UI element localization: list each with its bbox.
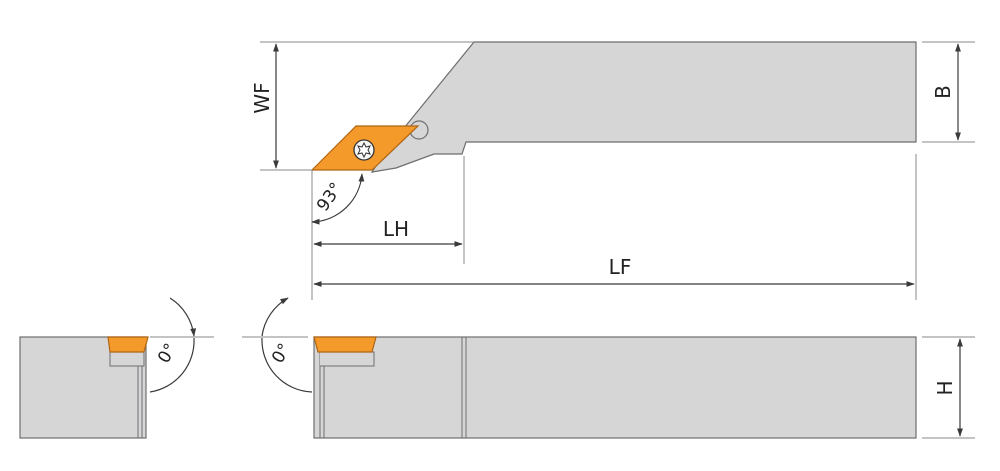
top-view: [310, 41, 917, 300]
dim-lf-label: LF: [609, 255, 632, 279]
angle-93: 93°: [311, 170, 365, 300]
angle-93-label: 93°: [313, 179, 347, 215]
dim-b-label: B: [931, 85, 955, 99]
dim-wf: WF: [250, 41, 474, 171]
end-view: [19, 336, 149, 439]
dim-lf: LF: [313, 255, 915, 287]
angle-0-right: 0°: [242, 297, 313, 393]
side-view-seat: [320, 351, 375, 367]
dim-b: B: [922, 41, 975, 143]
dim-h-label: H: [933, 380, 957, 395]
dim-wf-label: WF: [250, 82, 274, 113]
angle-0-left: 0°: [149, 297, 214, 393]
angle-0-right-label: 0°: [268, 340, 295, 367]
dim-h: H: [922, 336, 975, 439]
angle-0-left-label: 0°: [154, 340, 181, 367]
side-view: [313, 336, 917, 439]
dim-lh-label: LH: [383, 217, 409, 241]
side-view-insert: [313, 336, 377, 353]
dim-lh: LH: [313, 156, 465, 264]
end-view-seat: [109, 351, 145, 367]
top-view-shank: [370, 41, 917, 173]
end-view-insert: [107, 336, 149, 353]
torx-socket-icon: [357, 141, 371, 159]
side-view-shank: [313, 336, 917, 439]
